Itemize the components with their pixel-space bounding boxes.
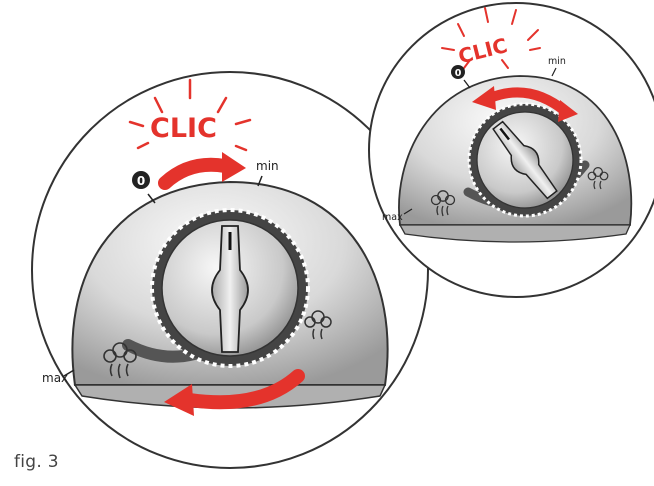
zero-mark-badge (132, 171, 150, 189)
inset-zero-mark: 0 (455, 68, 462, 79)
steam-high-icon (103, 342, 137, 379)
click-label: CLIC (150, 113, 217, 144)
inset-min-label: min (548, 56, 566, 67)
main-view: CLIC 0 min max (31, 71, 429, 469)
inset-view: CLIC 0 min max (368, 2, 654, 298)
inset-steam-high-icon (430, 190, 456, 217)
inset-click-burst (441, 7, 541, 69)
max-label: max (42, 371, 68, 385)
inset-turn-arrow (485, 87, 571, 117)
zero-mark: 0 (137, 174, 145, 188)
inset-steam-low-icon (587, 167, 609, 190)
turn-arrow-top (158, 157, 232, 190)
min-label: min (256, 159, 279, 173)
click-burst (128, 78, 252, 152)
dial-grip[interactable] (211, 225, 249, 353)
steam-low-icon (304, 310, 332, 340)
figure-caption: fig. 3 (14, 452, 59, 472)
turn-arrow-bottom (183, 369, 305, 410)
inset-zero-mark-badge (451, 65, 465, 79)
inset-dial-grip[interactable] (487, 117, 562, 203)
inset-max-label: max (382, 212, 403, 223)
